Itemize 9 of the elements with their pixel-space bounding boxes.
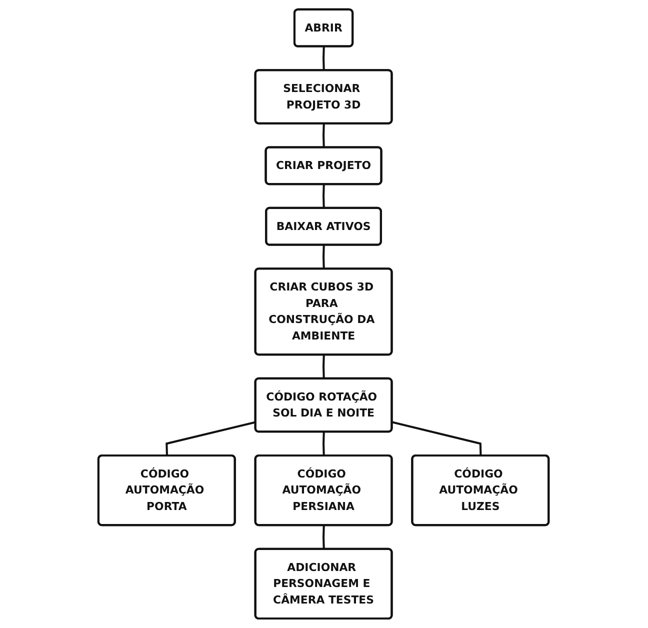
connector xyxy=(322,124,326,148)
connector xyxy=(322,525,326,550)
connector xyxy=(322,432,326,456)
connector xyxy=(322,184,326,208)
connector xyxy=(322,354,326,379)
connector xyxy=(322,46,326,71)
connector xyxy=(392,421,482,456)
connector xyxy=(322,245,326,270)
connector xyxy=(166,421,256,456)
